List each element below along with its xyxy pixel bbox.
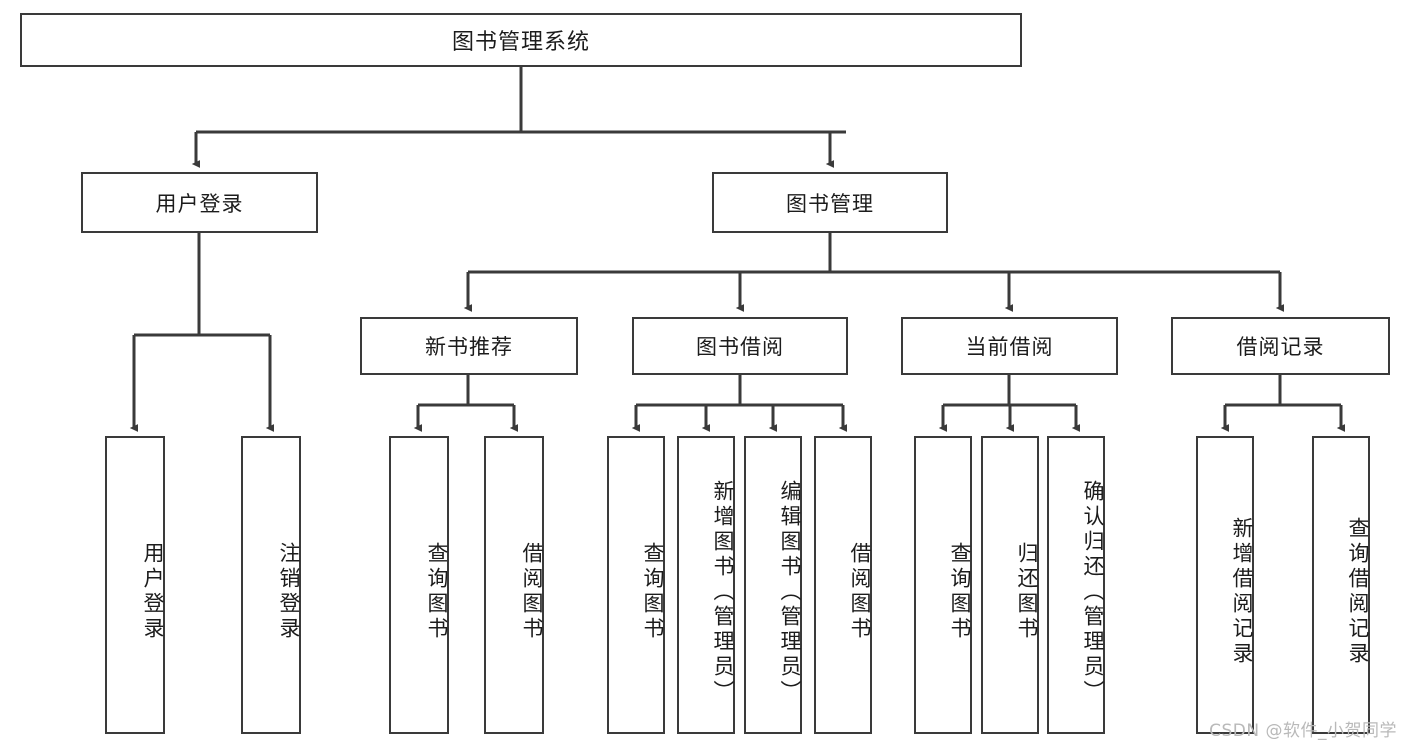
leaf-borrow-book-recommend[interactable]: 借阅图书 — [484, 436, 544, 734]
leaf-label: 查询图书 — [641, 542, 665, 642]
node-new-book-recommend[interactable]: 新书推荐 — [360, 317, 578, 375]
leaf-label: 确认归还（管理员） — [1081, 479, 1105, 705]
leaf-user-logout[interactable]: 注销登录 — [241, 436, 301, 734]
leaf-borrow-book[interactable]: 借阅图书 — [814, 436, 872, 734]
leaf-label: 查询图书 — [948, 542, 972, 642]
leaf-confirm-return-admin[interactable]: 确认归还（管理员） — [1047, 436, 1105, 734]
leaf-add-borrow-record[interactable]: 新增借阅记录 — [1196, 436, 1254, 734]
leaf-query-book-recommend[interactable]: 查询图书 — [389, 436, 449, 734]
node-book-borrow[interactable]: 图书借阅 — [632, 317, 848, 375]
leaf-return-book[interactable]: 归还图书 — [981, 436, 1039, 734]
leaf-label: 编辑图书（管理员） — [778, 479, 802, 705]
leaf-label: 借阅图书 — [848, 542, 872, 642]
node-book-management[interactable]: 图书管理 — [712, 172, 948, 233]
leaf-label: 归还图书 — [1015, 542, 1039, 642]
watermark-text: CSDN @软件_小贺同学 — [1209, 721, 1397, 741]
leaf-user-login[interactable]: 用户登录 — [105, 436, 165, 734]
leaf-label: 注销登录 — [277, 542, 301, 642]
node-user-login[interactable]: 用户登录 — [81, 172, 318, 233]
leaf-query-borrow-record[interactable]: 查询借阅记录 — [1312, 436, 1370, 734]
leaf-edit-book-admin[interactable]: 编辑图书（管理员） — [744, 436, 802, 734]
node-borrow-record[interactable]: 借阅记录 — [1171, 317, 1390, 375]
leaf-label: 新增借阅记录 — [1230, 517, 1254, 667]
leaf-label: 查询图书 — [425, 542, 449, 642]
leaf-query-book-current[interactable]: 查询图书 — [914, 436, 972, 734]
leaf-label: 借阅图书 — [520, 542, 544, 642]
node-root[interactable]: 图书管理系统 — [20, 13, 1022, 67]
leaf-label: 用户登录 — [141, 542, 165, 642]
leaf-label: 新增图书（管理员） — [711, 479, 735, 705]
leaf-label: 查询借阅记录 — [1346, 517, 1370, 667]
leaf-query-book-borrow[interactable]: 查询图书 — [607, 436, 665, 734]
leaf-add-book-admin[interactable]: 新增图书（管理员） — [677, 436, 735, 734]
node-current-borrow[interactable]: 当前借阅 — [901, 317, 1118, 375]
